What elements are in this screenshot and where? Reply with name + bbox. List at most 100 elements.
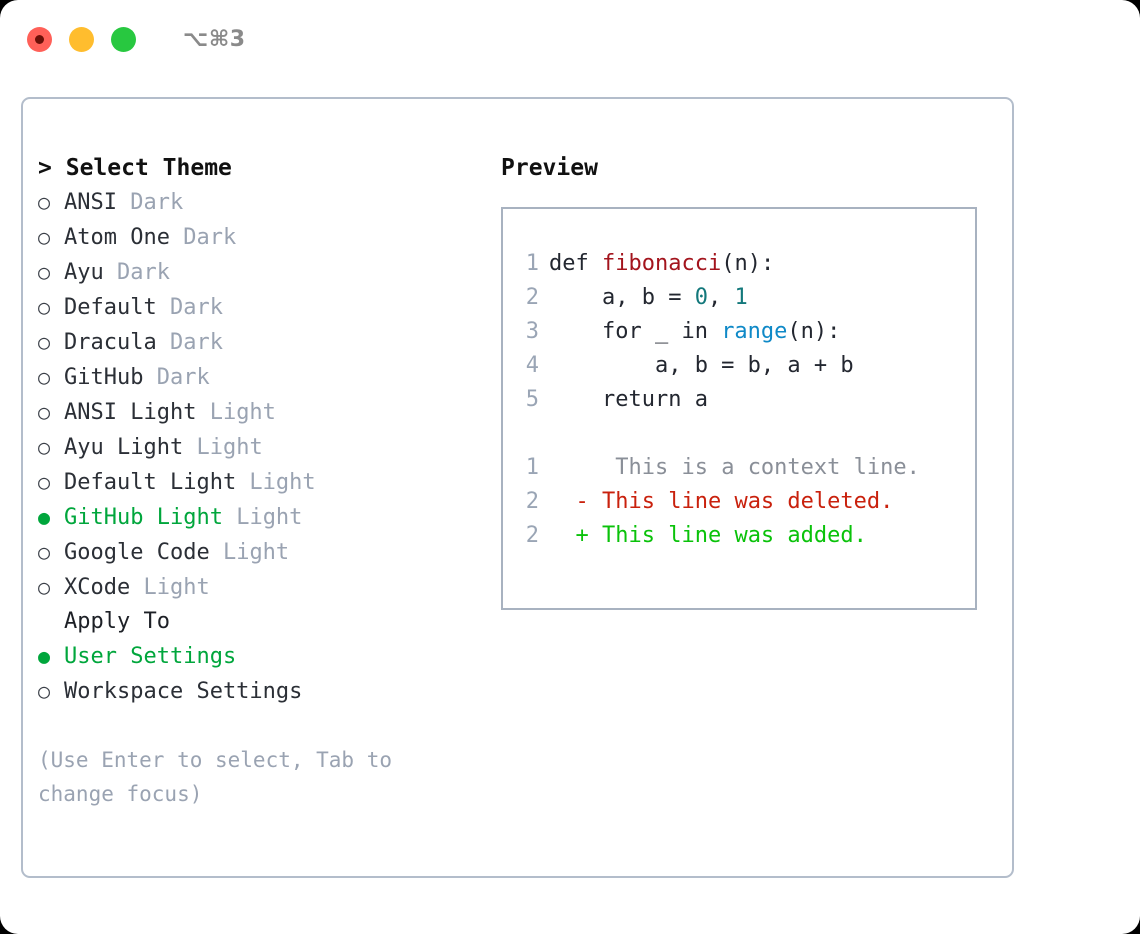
radio-unselected-icon: ○ [38, 435, 51, 459]
theme-variant-label: Light [183, 435, 263, 460]
code-line-number: 1 [525, 251, 539, 276]
theme-option-dracula[interactable]: ○Dracula Dark [38, 325, 488, 360]
theme-option-ayu[interactable]: ○Ayu Dark [38, 255, 488, 290]
traffic-lights [27, 26, 136, 52]
code-line: 5 return a [503, 383, 975, 417]
theme-variant-label: Light [236, 470, 316, 495]
theme-option-label: Default [64, 295, 157, 320]
minimize-button-icon[interactable] [69, 26, 94, 52]
code-token: return a [549, 387, 708, 412]
theme-list: ○ANSI Dark○Atom One Dark○Ayu Dark○Defaul… [38, 185, 488, 605]
theme-variant-label: Dark [156, 295, 223, 320]
theme-option-ayu-light[interactable]: ○ Ayu Light Light [38, 430, 488, 465]
theme-variant-label: Dark [116, 190, 184, 215]
diff-line-content: This line was deleted. [588, 489, 894, 514]
theme-option-github[interactable]: ○ GitHub Dark [38, 360, 488, 395]
preview-title: Preview [501, 155, 598, 181]
theme-option-label: Google Code [64, 540, 210, 565]
apply-option-label: User Settings [64, 644, 237, 669]
radio-unselected-icon: ○ [38, 400, 51, 424]
theme-option-xcode[interactable]: ○ XCode Light [38, 570, 488, 605]
diff-line-number: 2 [525, 489, 539, 514]
code-line: 1 def fibonacci(n): [503, 247, 975, 281]
code-token: def [549, 251, 602, 276]
theme-option-label: ANSI Light [64, 400, 197, 425]
code-line-number: 5 [525, 387, 539, 412]
code-line-content: a, b = 0, 1 [549, 281, 748, 315]
apply-to-header: Apply To [64, 609, 170, 634]
diff-line-content: This line was added. [588, 523, 867, 548]
code-line: 4 a, b = b, a + b [503, 349, 975, 383]
keyboard-hint: (Use Enter to select, Tab to change focu… [38, 748, 405, 806]
diff-line: 2 - This line was deleted. [503, 485, 975, 519]
theme-option-label: GitHub [64, 365, 144, 390]
main-panel: > Select Theme ○ANSI Dark○Atom One Dark○… [21, 97, 1014, 878]
diff-sample: 1 This is a context line.2 - This line w… [503, 451, 975, 553]
code-token: a, b = b, a + b [549, 353, 854, 378]
diff-line-number: 1 [525, 455, 539, 480]
code-line-content: return a [549, 383, 708, 417]
theme-option-github-light[interactable]: ●GitHub Light Light [38, 500, 488, 535]
theme-variant-label: Light [130, 575, 210, 600]
diff-line: 1 This is a context line. [503, 451, 975, 485]
theme-selection-column: > Select Theme ○ANSI Dark○Atom One Dark○… [38, 151, 488, 811]
diff-marker: + [549, 523, 589, 548]
apply-option-label: Workspace Settings [64, 679, 303, 704]
select-theme-title: Select Theme [65, 155, 232, 181]
code-token: fibonacci [601, 251, 722, 276]
select-theme-header: > Select Theme [38, 151, 488, 185]
radio-unselected-icon: ○ [38, 679, 51, 703]
apply-option-workspace-settings[interactable]: ○ Workspace Settings [38, 674, 488, 709]
title-bar: ⌥⌘3 [0, 0, 1140, 78]
keyboard-shortcut-label: ⌥⌘3 [183, 26, 246, 52]
theme-variant-label: Light [222, 505, 303, 530]
radio-unselected-icon: ○ [38, 365, 51, 389]
theme-option-label: XCode [64, 575, 131, 600]
theme-option-label: Ayu Light [64, 435, 184, 460]
code-line-content: for _ in range(n): [549, 315, 840, 349]
code-token: range [721, 319, 788, 344]
code-line-number: 3 [525, 319, 539, 344]
radio-unselected-icon: ○ [38, 575, 51, 599]
theme-variant-label: Dark [143, 365, 210, 390]
theme-option-label: ANSI [64, 190, 117, 215]
theme-option-atom-one[interactable]: ○Atom One Dark [38, 220, 488, 255]
diff-marker [549, 451, 589, 485]
theme-variant-label: Light [209, 540, 290, 565]
radio-unselected-icon: ○ [38, 330, 51, 354]
radio-unselected-icon: ○ [38, 295, 51, 319]
theme-variant-label: Dark [156, 330, 223, 355]
apply-option-user-settings[interactable]: ●User Settings [38, 639, 488, 674]
code-token: (n): [787, 319, 841, 344]
theme-option-label: Atom One [64, 225, 170, 250]
code-token: 0 [694, 285, 708, 310]
code-line-content: a, b = b, a + b [549, 349, 854, 383]
radio-selected-icon: ● [38, 505, 51, 529]
theme-option-default-light[interactable]: ○ Default Light Light [38, 465, 488, 500]
close-button-icon[interactable] [27, 26, 52, 52]
theme-option-ansi-light[interactable]: ○ ANSI Light Light [38, 395, 488, 430]
panel-body: > Select Theme ○ANSI Dark○Atom One Dark○… [23, 99, 1012, 876]
code-line-number: 4 [525, 353, 539, 378]
theme-option-label: Ayu [64, 260, 104, 285]
theme-variant-label: Light [196, 400, 276, 425]
theme-option-ansi[interactable]: ○ANSI Dark [38, 185, 488, 220]
maximize-button-icon[interactable] [111, 26, 136, 52]
code-line-number: 2 [525, 285, 539, 310]
diff-line-number: 2 [525, 523, 539, 548]
diff-line-content: This is a context line. [588, 455, 920, 480]
theme-option-google-code[interactable]: ○Google Code Light [38, 535, 488, 570]
theme-option-default[interactable]: ○ Default Dark [38, 290, 488, 325]
prompt-caret-icon: > [38, 155, 52, 181]
radio-unselected-icon: ○ [38, 470, 51, 494]
theme-option-label: Default Light [64, 470, 237, 495]
theme-variant-label: Dark [169, 225, 237, 250]
code-token: a, b = [549, 285, 695, 310]
code-token: , [707, 285, 735, 310]
code-line-content: def fibonacci(n): [549, 247, 774, 281]
code-token: (n): [721, 251, 775, 276]
